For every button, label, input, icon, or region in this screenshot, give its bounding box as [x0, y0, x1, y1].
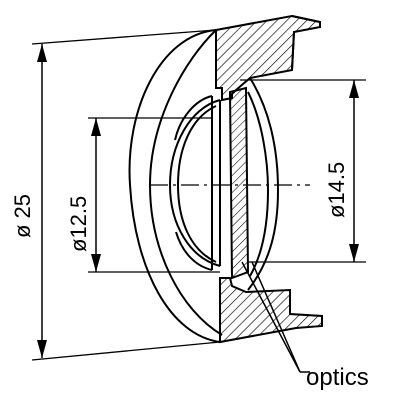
- dimension-outer-diameter: ø 25: [10, 29, 221, 361]
- optics-callout-leader: [241, 261, 310, 373]
- dimension-inner-label: ø12.5: [66, 196, 91, 252]
- dimension-inner-diameter: ø12.5: [66, 117, 220, 273]
- optics-label: optics: [306, 364, 369, 391]
- housing-body: [128, 29, 223, 343]
- optics-plate: [228, 86, 250, 280]
- outer-rim-arc: [128, 29, 221, 343]
- lens-recess: [168, 77, 280, 291]
- dimension-outer-label: ø 25: [10, 194, 35, 238]
- dimension-right-label: ø14.5: [324, 162, 349, 218]
- dimension-right-diameter: ø14.5: [240, 79, 366, 263]
- bottom-section-hatched: [219, 277, 323, 344]
- top-section-hatched: [215, 14, 321, 102]
